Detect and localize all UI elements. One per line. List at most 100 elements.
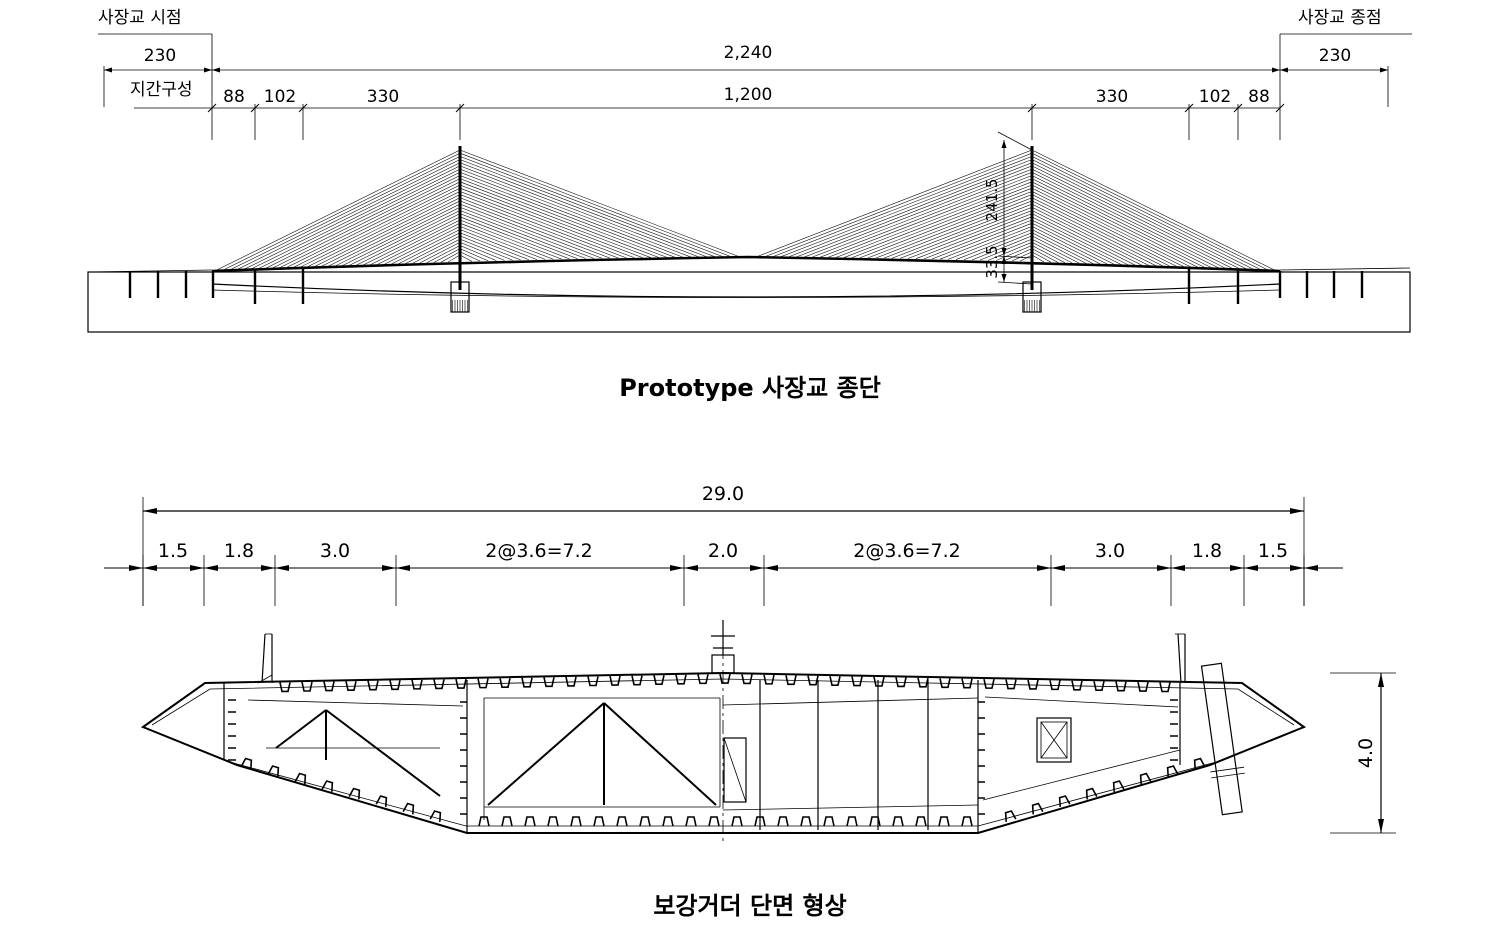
stay-cable [1031,216,1129,266]
stay-cable [214,149,461,272]
u-rib [961,816,973,827]
stay-cable [1031,222,1115,265]
span-dim-2: 102 [264,87,296,107]
u-rib [777,816,789,827]
stay-cable [1031,226,1108,265]
span-dim-7: 88 [1248,87,1270,107]
u-rib [501,816,513,827]
stay-cable [459,203,603,259]
stay-cable [285,181,461,269]
center-median-barrier [711,620,735,674]
u-rib [846,816,858,827]
stay-cable [459,165,700,258]
u-rib [829,675,841,686]
stay-cable [257,168,461,270]
stay-cable [859,191,1033,259]
stay-cable [459,194,627,259]
stay-cable [1031,207,1150,266]
truss-diagonal [325,709,441,797]
stay-cable [459,210,586,259]
u-rib [345,680,357,691]
stay-cable [236,159,461,271]
stay-cable [459,226,546,260]
stay-cable [459,181,659,258]
stay-cable [1031,168,1234,270]
u-rib [961,678,973,689]
cable-anchor-box [1200,662,1245,816]
u-rib [547,816,559,827]
stay-cable [883,200,1033,259]
stay-cable [250,165,461,270]
u-rib [279,682,291,693]
dimension-tick [298,103,308,113]
stay-cable [264,172,461,270]
stay-cable [459,156,724,258]
truss-diagonal [487,702,605,806]
stay-cable [459,245,497,261]
u-rib [1058,795,1071,807]
u-rib [708,816,720,827]
u-rib [323,681,335,692]
stay-cable [1031,242,1073,264]
stay-cable [405,235,461,264]
stay-cable [1031,210,1143,266]
stay-cable [459,172,684,258]
segment-dim-2: 1.8 [224,540,254,562]
stay-cable [459,184,651,258]
u-rib [631,675,643,686]
dimension-tick [250,103,260,113]
span-dim-5: 330 [1096,87,1128,107]
stay-cable [459,187,643,258]
stay-cable [447,254,461,263]
box-girder-outline [140,671,1307,834]
u-rib [719,673,731,684]
stay-cable [459,235,521,261]
u-rib [1137,681,1149,692]
stay-cable [459,152,732,258]
stay-cable [803,168,1033,258]
stay-cable [377,222,461,265]
stay-cable [787,162,1033,258]
stay-cable [370,219,461,265]
u-rib [477,678,489,689]
u-rib [609,675,621,686]
stay-cable [459,200,611,259]
stay-cable [459,168,692,258]
span-dim-3: 330 [367,87,399,107]
u-rib [402,802,415,815]
stay-cable [955,229,1033,260]
elevation-caption: Prototype 사장교 종단 [619,374,881,402]
stay-cable [349,210,461,266]
stay-cable [763,152,1033,258]
span-configuration-label: 지간구성 [130,80,193,100]
stay-cable [1031,219,1122,265]
stay-cable [1011,251,1033,262]
u-rib [741,674,753,685]
pylon-height-dim: 241.5 [983,179,1001,222]
u-rib [294,772,307,785]
stay-cable [1031,172,1227,270]
u-rib [455,678,467,689]
stay-cable [891,203,1033,259]
u-rib [731,816,743,827]
stay-cable [835,181,1033,258]
stay-cable [459,178,668,258]
end-point-label: 사장교 종점 [1298,8,1382,28]
stay-cable [334,203,461,267]
stay-cable [1031,200,1164,267]
segment-dim-6: 2@3.6=7.2 [853,540,960,562]
u-rib [1085,787,1098,800]
u-rib [938,816,950,827]
stay-cables [214,149,1277,272]
u-rib [565,676,577,687]
stay-cable [228,156,461,271]
u-rib [587,676,599,687]
u-rib [411,679,423,690]
segment-dim-8: 1.8 [1192,540,1222,562]
stay-cable [327,200,461,267]
u-rib [873,676,885,687]
stay-cable [939,222,1033,260]
stay-cable [1031,152,1270,271]
u-rib [543,677,555,688]
stay-cable [412,238,461,264]
